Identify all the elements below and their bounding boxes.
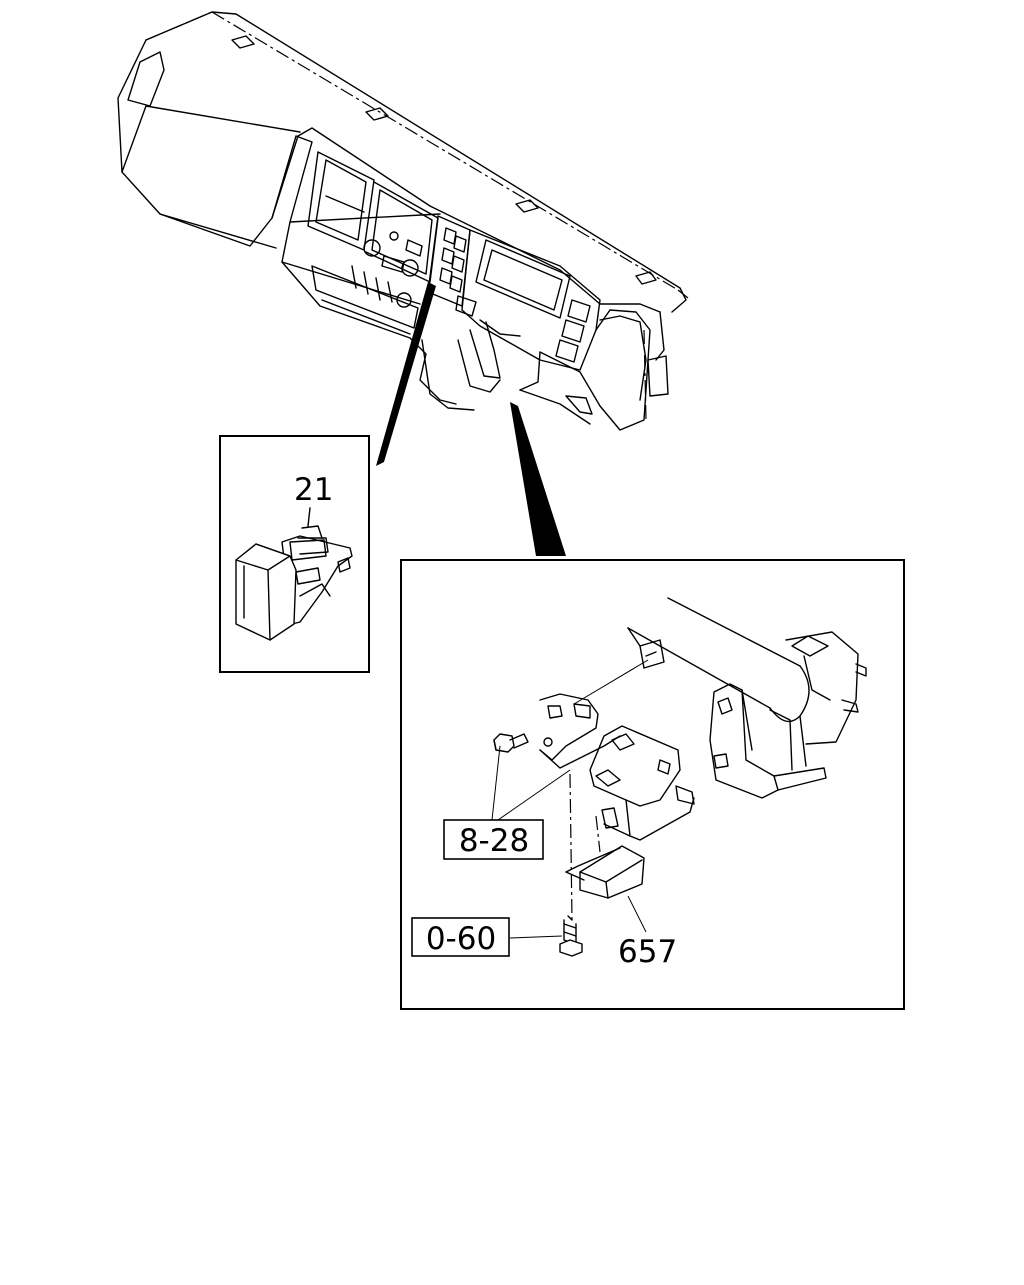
dashboard-assembly	[117, 11, 689, 431]
callout-8-28: 8-28	[459, 823, 529, 859]
callout-box-8-28	[443, 819, 544, 860]
callout-0-60: 0-60	[426, 921, 496, 957]
callout-21: 21	[294, 472, 333, 508]
callout-box-0-60	[411, 917, 510, 957]
leader-wedge-right	[510, 402, 566, 556]
leader-wedge-left	[376, 282, 436, 466]
inset-switch-21	[219, 435, 370, 673]
callout-657: 657	[618, 934, 677, 970]
